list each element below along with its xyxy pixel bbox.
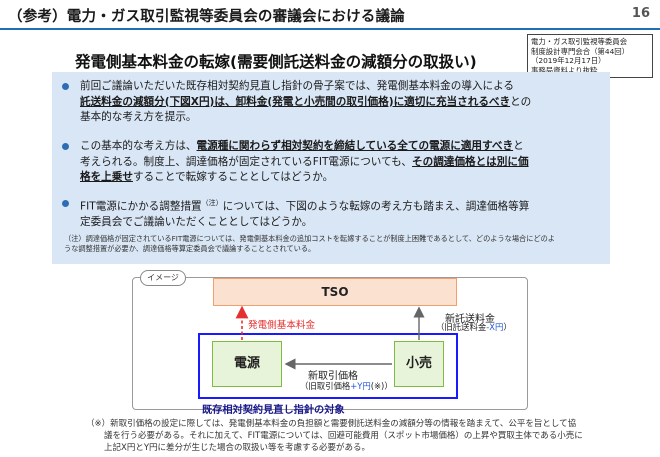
bullet-dot-icon <box>62 200 69 207</box>
bullet-text: FIT電源にかかる調整措置（注）については、下図のような転嫁の考え方も踏まえ、調… <box>80 199 530 229</box>
page-number: 16 <box>631 6 650 21</box>
bullet-item: FIT電源にかかる調整措置（注）については、下図のような転嫁の考え方も踏まえ、調… <box>62 196 604 231</box>
tso-box: TSO <box>213 278 457 306</box>
kouri-box: 小売 <box>394 341 444 387</box>
section-subtitle: 発電側基本料金の転嫁(需要側託送料金の減額分の取扱い) <box>75 53 477 71</box>
red-arrow-label: 発電側基本料金 <box>248 320 316 331</box>
main-panel: 前回ご議論いただいた既存相対契約見直し指針の骨子案では、発電側基本料金の導入によ… <box>52 72 610 264</box>
source-line: 制度設計専門会合（第44回） <box>531 46 630 56</box>
slide-header: （参考）電力・ガス取引監視等委員会の審議会における議論 16 <box>0 0 660 30</box>
note-ref: （注） <box>201 199 223 207</box>
title-divider <box>0 28 660 30</box>
source-box: 電力・ガス取引監視等委員会 制度設計専門会合（第44回） （2019年12月17… <box>527 34 653 78</box>
source-line: （2019年12月17日） <box>531 56 606 65</box>
slide-title: （参考）電力・ガス取引監視等委員会の審議会における議論 <box>8 9 405 25</box>
bullet-item: 前回ご議論いただいた既存相対契約見直し指針の骨子案では、発電側基本料金の導入によ… <box>62 79 604 126</box>
old-torihiki-label: （旧取引価格+Y円(※)） <box>300 381 393 391</box>
emphasis: その調達価格とは別に価 <box>412 155 529 168</box>
target-frame <box>198 333 458 399</box>
emphasis: 託送料金の減額分(下図X円)は、卸料金(発電と小売間の取引価格)に適切に充当され… <box>80 95 511 108</box>
source-line: 事務局資料より抜粋 <box>531 65 598 75</box>
bullet-text: この基本的な考え方は、電源種に関わらず相対契約を締結している全ての電源に適用すべ… <box>80 140 529 183</box>
panel-note: （注）調達価格が固定されているFIT電源については、発電側基本料金の追加コストを… <box>64 234 555 253</box>
emphasis: 電源種に関わらず相対契約を締結している全ての電源に適用すべき <box>196 140 514 152</box>
bullet-dot-icon <box>62 143 69 150</box>
bullet-text: 前回ご議論いただいた既存相対契約見直し指針の骨子案では、発電側基本料金の導入によ… <box>80 80 532 123</box>
bullet-dot-icon <box>62 83 69 90</box>
footnote: （※）新取引価格の設定に際しては、発電側基本料金の負担額と需要側託送料金の減額分… <box>86 419 583 453</box>
new-takuso-label: 新託送料金 <box>445 314 495 325</box>
bullet-item: この基本的な考え方は、電源種に関わらず相対契約を締結している全ての電源に適用すべ… <box>62 139 604 186</box>
emphasis: 格を上乗せ <box>80 171 133 183</box>
image-tag: イメージ <box>140 270 186 286</box>
dengen-box: 電源 <box>212 341 282 387</box>
old-takuso-label: （旧託送料金-X円） <box>436 322 512 332</box>
new-torihiki-label: 新取引価格 <box>308 371 358 382</box>
target-frame-caption: 既存相対契約見直し指針の対象 <box>202 405 345 416</box>
source-line: 電力・ガス取引監視等委員会 <box>531 37 628 46</box>
